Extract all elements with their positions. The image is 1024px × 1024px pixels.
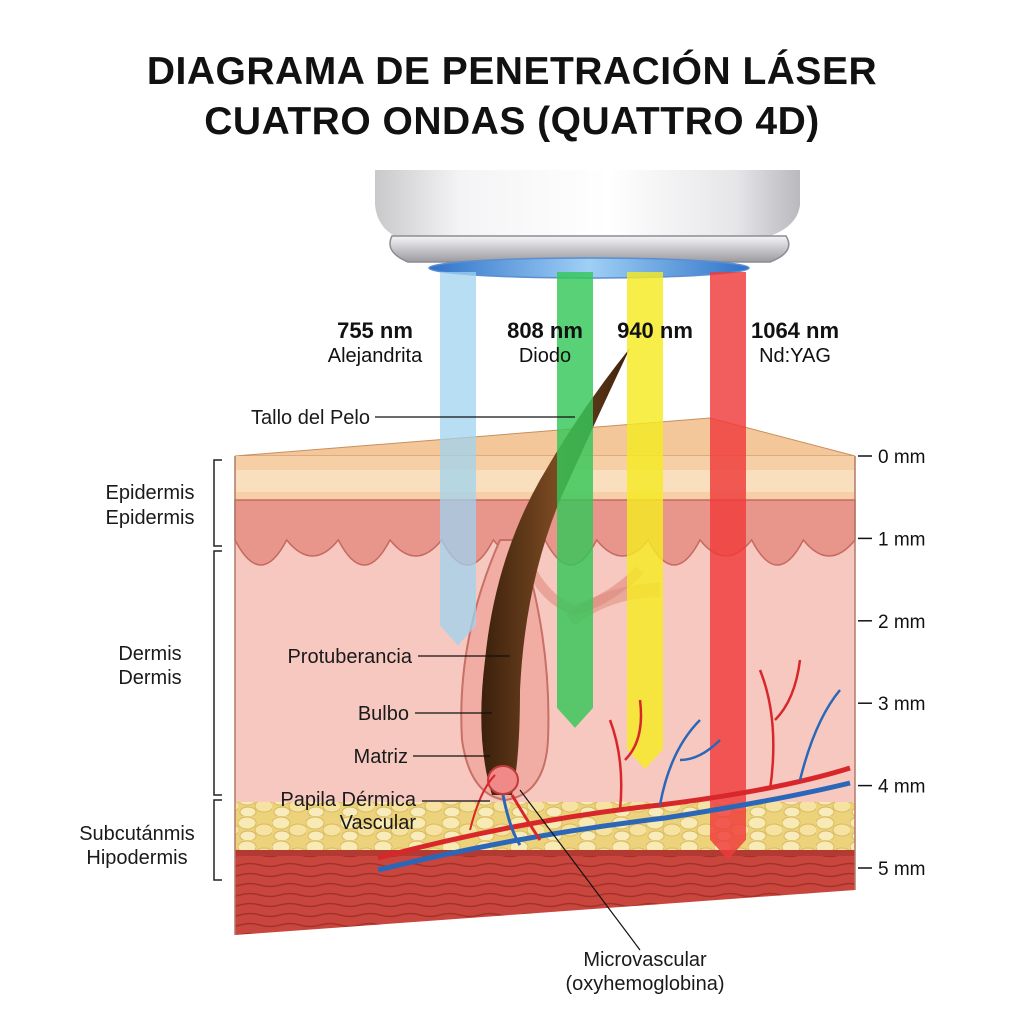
depth-label-4: 4 mm bbox=[878, 777, 926, 798]
microvascular-label-1: Microvascular bbox=[583, 949, 707, 971]
laser-wavelength-2: 808 nm bbox=[507, 318, 583, 343]
epidermis-label-2: Epidermis bbox=[106, 507, 195, 529]
hypodermis-label-2: Hipodermis bbox=[86, 847, 187, 869]
laser-wavelength-1: 755 nm bbox=[337, 318, 413, 343]
laser-beams bbox=[440, 272, 746, 860]
depth-label-3: 3 mm bbox=[878, 694, 926, 715]
depth-label-2: 2 mm bbox=[878, 612, 926, 633]
laser-source-2: Diodo bbox=[519, 345, 571, 367]
dermal-papilla bbox=[487, 765, 519, 795]
bulge-label: Protuberancia bbox=[287, 646, 412, 668]
layer-labels: Epidermis Epidermis Dermis Dermis Subcut… bbox=[79, 482, 195, 869]
title-line-2: CUATRO ONDAS (QUATTRO 4D) bbox=[204, 100, 820, 143]
depth-label-5: 5 mm bbox=[878, 859, 926, 880]
layer-brackets bbox=[213, 459, 222, 881]
laser-handpiece bbox=[375, 170, 800, 279]
laser-wavelength-3: 940 nm bbox=[617, 318, 693, 343]
leader-lines bbox=[375, 416, 641, 951]
bulb-label: Bulbo bbox=[358, 703, 409, 725]
laser-beam-1 bbox=[440, 272, 476, 646]
hair-shaft bbox=[481, 348, 630, 795]
laser-source-4: Nd:YAG bbox=[759, 345, 831, 367]
laser-source-1: Alejandrita bbox=[328, 345, 423, 367]
hypodermis-label-1: Subcutánmis bbox=[79, 823, 195, 845]
matrix-label: Matriz bbox=[354, 746, 408, 768]
papilla-label-2: Vascular bbox=[340, 812, 417, 834]
epidermis-label-1: Epidermis bbox=[106, 482, 195, 504]
dermis-label-1: Dermis bbox=[118, 643, 181, 665]
microvascular-label-2: (oxyhemoglobina) bbox=[566, 973, 725, 995]
title-line-1: DIAGRAMA DE PENETRACIÓN LÁSER bbox=[146, 50, 878, 93]
depth-label-0: 0 mm bbox=[878, 447, 926, 468]
dermis-label-2: Dermis bbox=[118, 667, 181, 689]
blood-vessels bbox=[377, 659, 851, 873]
laser-beam-2 bbox=[557, 272, 593, 728]
shaft-label: Tallo del Pelo bbox=[251, 407, 370, 429]
depth-scale: 0 mm 1 mm 2 mm 3 mm 4 mm 5 mm bbox=[858, 447, 926, 880]
structure-labels: Tallo del Pelo Protuberancia Bulbo Matri… bbox=[251, 407, 724, 995]
papilla-label-1: Papila Dérmica bbox=[280, 789, 416, 811]
laser-beam-4 bbox=[710, 272, 746, 860]
laser-wavelength-4: 1064 nm bbox=[751, 318, 839, 343]
laser-beam-3 bbox=[627, 272, 663, 770]
depth-label-1: 1 mm bbox=[878, 529, 926, 550]
